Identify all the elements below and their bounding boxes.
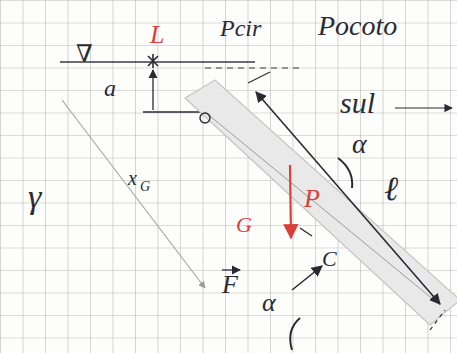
weight-arrow	[290, 165, 291, 238]
note-text: sul	[340, 88, 375, 118]
angle-arc	[290, 318, 300, 350]
dashed-line	[205, 68, 300, 69]
weight-label: P	[304, 186, 320, 212]
angle-label: α	[352, 130, 367, 158]
vector-bar	[222, 269, 240, 270]
distance-label: x	[128, 168, 137, 188]
hinge	[200, 113, 210, 123]
point-label: L	[150, 22, 164, 48]
dashed-line	[430, 310, 445, 330]
force-arrow	[292, 266, 322, 290]
tick	[248, 72, 270, 83]
point-label: C	[322, 248, 337, 270]
dimension-line	[152, 70, 153, 110]
arrow	[395, 107, 452, 108]
gate-axis	[205, 112, 440, 305]
point-label: G	[236, 214, 252, 236]
distance-line	[62, 100, 205, 288]
length-arrow	[256, 92, 440, 304]
reference-line	[143, 111, 205, 112]
note-text: Pcir	[220, 16, 261, 40]
dimension-label: a	[104, 76, 116, 100]
note-text: Pocoto	[318, 12, 397, 40]
region-label: γ	[28, 180, 41, 214]
angle-label: α	[262, 290, 276, 316]
tick	[300, 228, 312, 236]
force-label: F	[222, 272, 238, 298]
distance-subscript: G	[140, 180, 150, 194]
length-label: ℓ	[384, 172, 398, 206]
water-symbol: ∇	[76, 42, 93, 66]
point-marker	[148, 54, 158, 68]
gate-plate	[185, 80, 457, 325]
angle-arc	[338, 158, 352, 188]
